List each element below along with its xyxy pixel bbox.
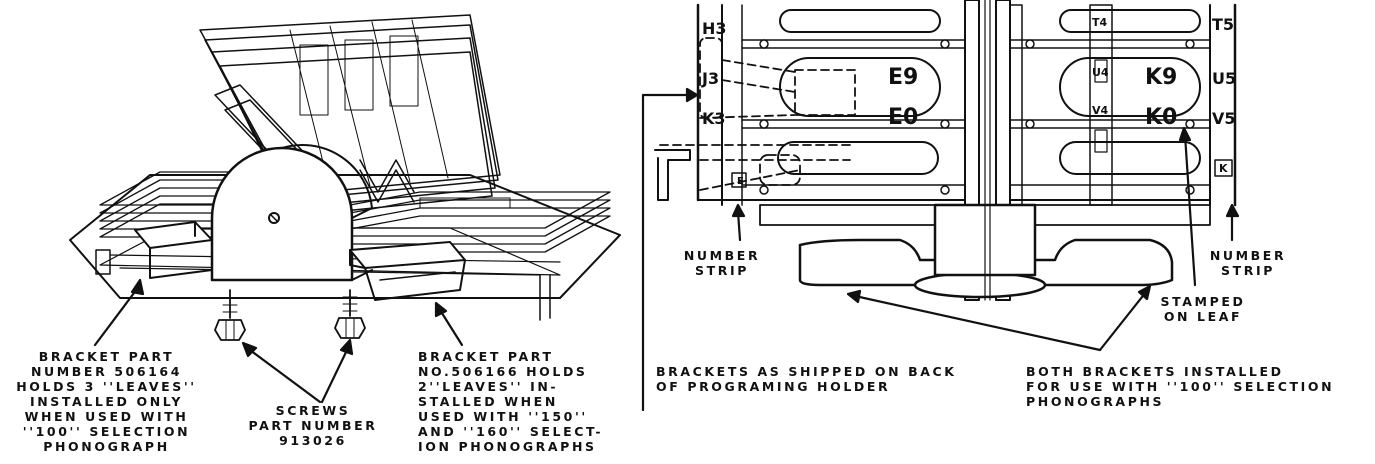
code-leaf-left-1: E0: [888, 105, 918, 130]
code-right-strip-0: T5: [1212, 15, 1234, 34]
code-middle-strip-1: U4: [1092, 66, 1109, 79]
code-leaf-right-0: K9: [1145, 65, 1177, 90]
code-left-strip-0: H3: [702, 19, 727, 38]
code-leaf-left-0: E9: [888, 65, 918, 90]
leader-arrows-right: [641, 87, 1240, 412]
label-brackets-as-shipped: BRACKETS AS SHIPPED ON BACK OF PROGRAMIN…: [656, 364, 957, 394]
screw-left: [214, 289, 246, 341]
label-number-strip-left: NUMBER STRIP: [683, 248, 761, 278]
label-both-brackets-installed: BOTH BRACKETS INSTALLED FOR USE WITH ''1…: [1026, 364, 1335, 409]
leader-arrows-left: [93, 278, 464, 404]
code-middle-strip-2: V4: [1092, 104, 1109, 117]
label-stamped-on-leaf: STAMPED ON LEAF: [1160, 294, 1246, 324]
bracket-506164: [134, 221, 213, 279]
end-block: [210, 143, 373, 282]
label-screws: SCREWS PART NUMBER 913026: [248, 403, 378, 448]
label-number-strip-right: NUMBER STRIP: [1209, 248, 1287, 278]
programing-holder-illustration: [641, 0, 1240, 412]
holder-assembly-illustration: [69, 14, 621, 404]
label-bracket-506164: BRACKET PART NUMBER 506164 HOLDS 3 ''LEA…: [16, 349, 197, 454]
right-leaf-stack: [349, 191, 611, 253]
code-leaf-right-1: K0: [1145, 105, 1177, 130]
code-right-strip-2: V5: [1212, 109, 1236, 128]
label-bracket-506166: BRACKET PART NO.506166 HOLDS 2''LEAVES''…: [418, 349, 604, 454]
strip-codes: H3 J3 K3 E E9 E0 T4 U4 V4 K9 K0 T5 U5 V5…: [701, 15, 1236, 187]
screw-right: [334, 289, 366, 339]
code-left-strip-3: E: [737, 176, 744, 187]
code-left-strip-2: K3: [702, 109, 726, 128]
code-right-strip-1: U5: [1212, 69, 1236, 88]
side-hook: [654, 149, 691, 201]
code-middle-strip-0: T4: [1092, 16, 1108, 29]
base-bracket: [759, 203, 1211, 299]
bracket-506166: [349, 241, 466, 301]
code-left-strip-1: J3: [701, 69, 719, 88]
code-right-strip-3: K: [1219, 162, 1228, 175]
shipped-brackets-dashed: [659, 37, 856, 191]
